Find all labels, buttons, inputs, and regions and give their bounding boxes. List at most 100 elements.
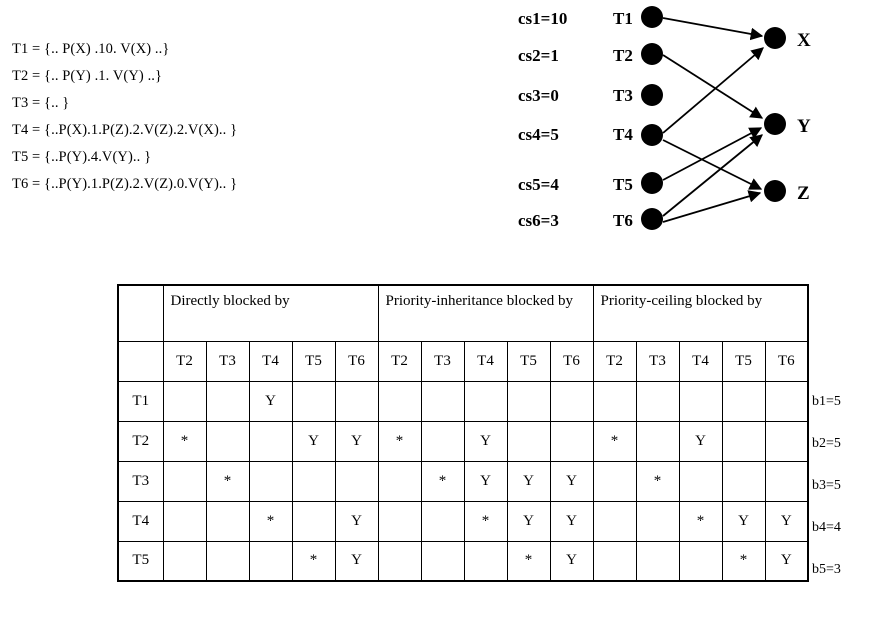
cell: Y xyxy=(549,540,594,582)
cell xyxy=(162,540,207,582)
row-header: T5 xyxy=(117,540,164,582)
row-header: T3 xyxy=(117,460,164,502)
cell xyxy=(592,380,637,422)
task-definition-line: T2 = {.. P(Y) .1. V(Y) ..} xyxy=(12,68,163,84)
cell: * xyxy=(678,500,723,542)
task-node-t4 xyxy=(641,124,663,146)
task-node-label: T1 xyxy=(613,9,633,28)
cell: * xyxy=(291,540,336,582)
cell xyxy=(205,500,250,542)
table-row: T2 * Y Y * Y * Y xyxy=(117,420,809,462)
task-definition-line: T1 = {.. P(X) .10. V(X) ..} xyxy=(12,41,170,57)
cell: Y xyxy=(463,420,508,462)
cell: * xyxy=(248,500,293,542)
group-header-priority-inheritance: Priority-inheritance blocked by xyxy=(377,284,594,342)
cell: Y xyxy=(248,380,293,422)
edge-t4-z xyxy=(662,139,763,190)
cell: Y xyxy=(549,460,594,502)
cell xyxy=(592,540,637,582)
cell: Y xyxy=(291,420,336,462)
subheader-pc-t5: T5 xyxy=(721,340,766,382)
cell xyxy=(205,420,250,462)
row-header: T1 xyxy=(117,380,164,422)
task-node-t5 xyxy=(641,172,663,194)
edge-t1-x xyxy=(662,17,764,41)
task-node-label: T2 xyxy=(613,46,633,65)
cell xyxy=(721,460,766,502)
subheader-pc-t4: T4 xyxy=(678,340,723,382)
resource-label-y: Y xyxy=(797,116,811,137)
cell: * xyxy=(377,420,422,462)
cell xyxy=(549,380,594,422)
subheader-directly-t3: T3 xyxy=(205,340,250,382)
cell xyxy=(205,540,250,582)
blocking-time-b4: b4=4 xyxy=(812,520,841,535)
subheader-pc-t3: T3 xyxy=(635,340,680,382)
task-node-t2 xyxy=(641,43,663,65)
group-header-directly: Directly blocked by xyxy=(162,284,379,342)
task-definition-line: T6 = {..P(Y).1.P(Z).2.V(Z).0.V(Y).. } xyxy=(12,176,238,192)
cell: Y xyxy=(506,500,551,542)
cell xyxy=(506,420,551,462)
cell xyxy=(334,460,379,502)
cell xyxy=(420,420,465,462)
cell xyxy=(291,460,336,502)
cell: Y xyxy=(764,500,809,542)
resource-node-y xyxy=(764,113,786,135)
edge-t4-x xyxy=(662,47,764,134)
cell xyxy=(162,500,207,542)
cell: Y xyxy=(764,540,809,582)
task-node-t3 xyxy=(641,84,663,106)
edge-t6-z xyxy=(662,190,762,223)
edge-t2-y xyxy=(662,54,764,119)
cell: * xyxy=(162,420,207,462)
table-group-header-row: Directly blocked by Priority-inheritance… xyxy=(117,284,809,342)
cell xyxy=(678,460,723,502)
task-node-t1 xyxy=(641,6,663,28)
cell xyxy=(248,420,293,462)
cell xyxy=(463,380,508,422)
cell xyxy=(420,500,465,542)
subheader-pi-t2: T2 xyxy=(377,340,422,382)
cell xyxy=(592,460,637,502)
cell: * xyxy=(721,540,766,582)
task-definition-line: T4 = {..P(X).1.P(Z).2.V(Z).2.V(X).. } xyxy=(12,122,238,138)
cell xyxy=(248,540,293,582)
table-corner-cell xyxy=(117,284,164,342)
edge-t6-y xyxy=(662,134,763,217)
cell xyxy=(764,420,809,462)
cell: * xyxy=(420,460,465,502)
subheader-directly-t2: T2 xyxy=(162,340,207,382)
subheader-directly-t5: T5 xyxy=(291,340,336,382)
resource-label-z: Z xyxy=(797,183,810,204)
cell xyxy=(635,380,680,422)
table-corner-cell-2 xyxy=(117,340,164,382)
blocking-time-b3: b3=5 xyxy=(812,478,841,493)
cs-label: cs2=1 xyxy=(518,46,559,65)
resource-node-x xyxy=(764,27,786,49)
table-row: T3 * * Y Y Y * xyxy=(117,460,809,502)
cs-label: cs4=5 xyxy=(518,125,559,144)
task-definition-line: T5 = {..P(Y).4.V(Y).. } xyxy=(12,149,152,165)
blocking-table: Directly blocked by Priority-inheritance… xyxy=(117,284,809,582)
cs-label: cs6=3 xyxy=(518,211,559,230)
blocking-table-container: Directly blocked by Priority-inheritance… xyxy=(117,284,809,582)
cell xyxy=(506,380,551,422)
cs-label: cs1=10 xyxy=(518,9,567,28)
cell xyxy=(635,540,680,582)
subheader-pc-t2: T2 xyxy=(592,340,637,382)
cell xyxy=(764,460,809,502)
cell: Y xyxy=(463,460,508,502)
cs-label: cs3=0 xyxy=(518,86,559,105)
edge-t5-y xyxy=(662,127,763,181)
blocking-time-b5: b5=3 xyxy=(812,562,841,577)
resource-node-z xyxy=(764,180,786,202)
cell: * xyxy=(463,500,508,542)
subheader-pi-t6: T6 xyxy=(549,340,594,382)
cell xyxy=(635,420,680,462)
subheader-pi-t3: T3 xyxy=(420,340,465,382)
subheader-pi-t4: T4 xyxy=(463,340,508,382)
table-subheader-row: T2 T3 T4 T5 T6 T2 T3 T4 T5 T6 T2 T3 T4 T… xyxy=(117,340,809,382)
cell xyxy=(162,460,207,502)
task-node-label: T6 xyxy=(613,211,633,230)
